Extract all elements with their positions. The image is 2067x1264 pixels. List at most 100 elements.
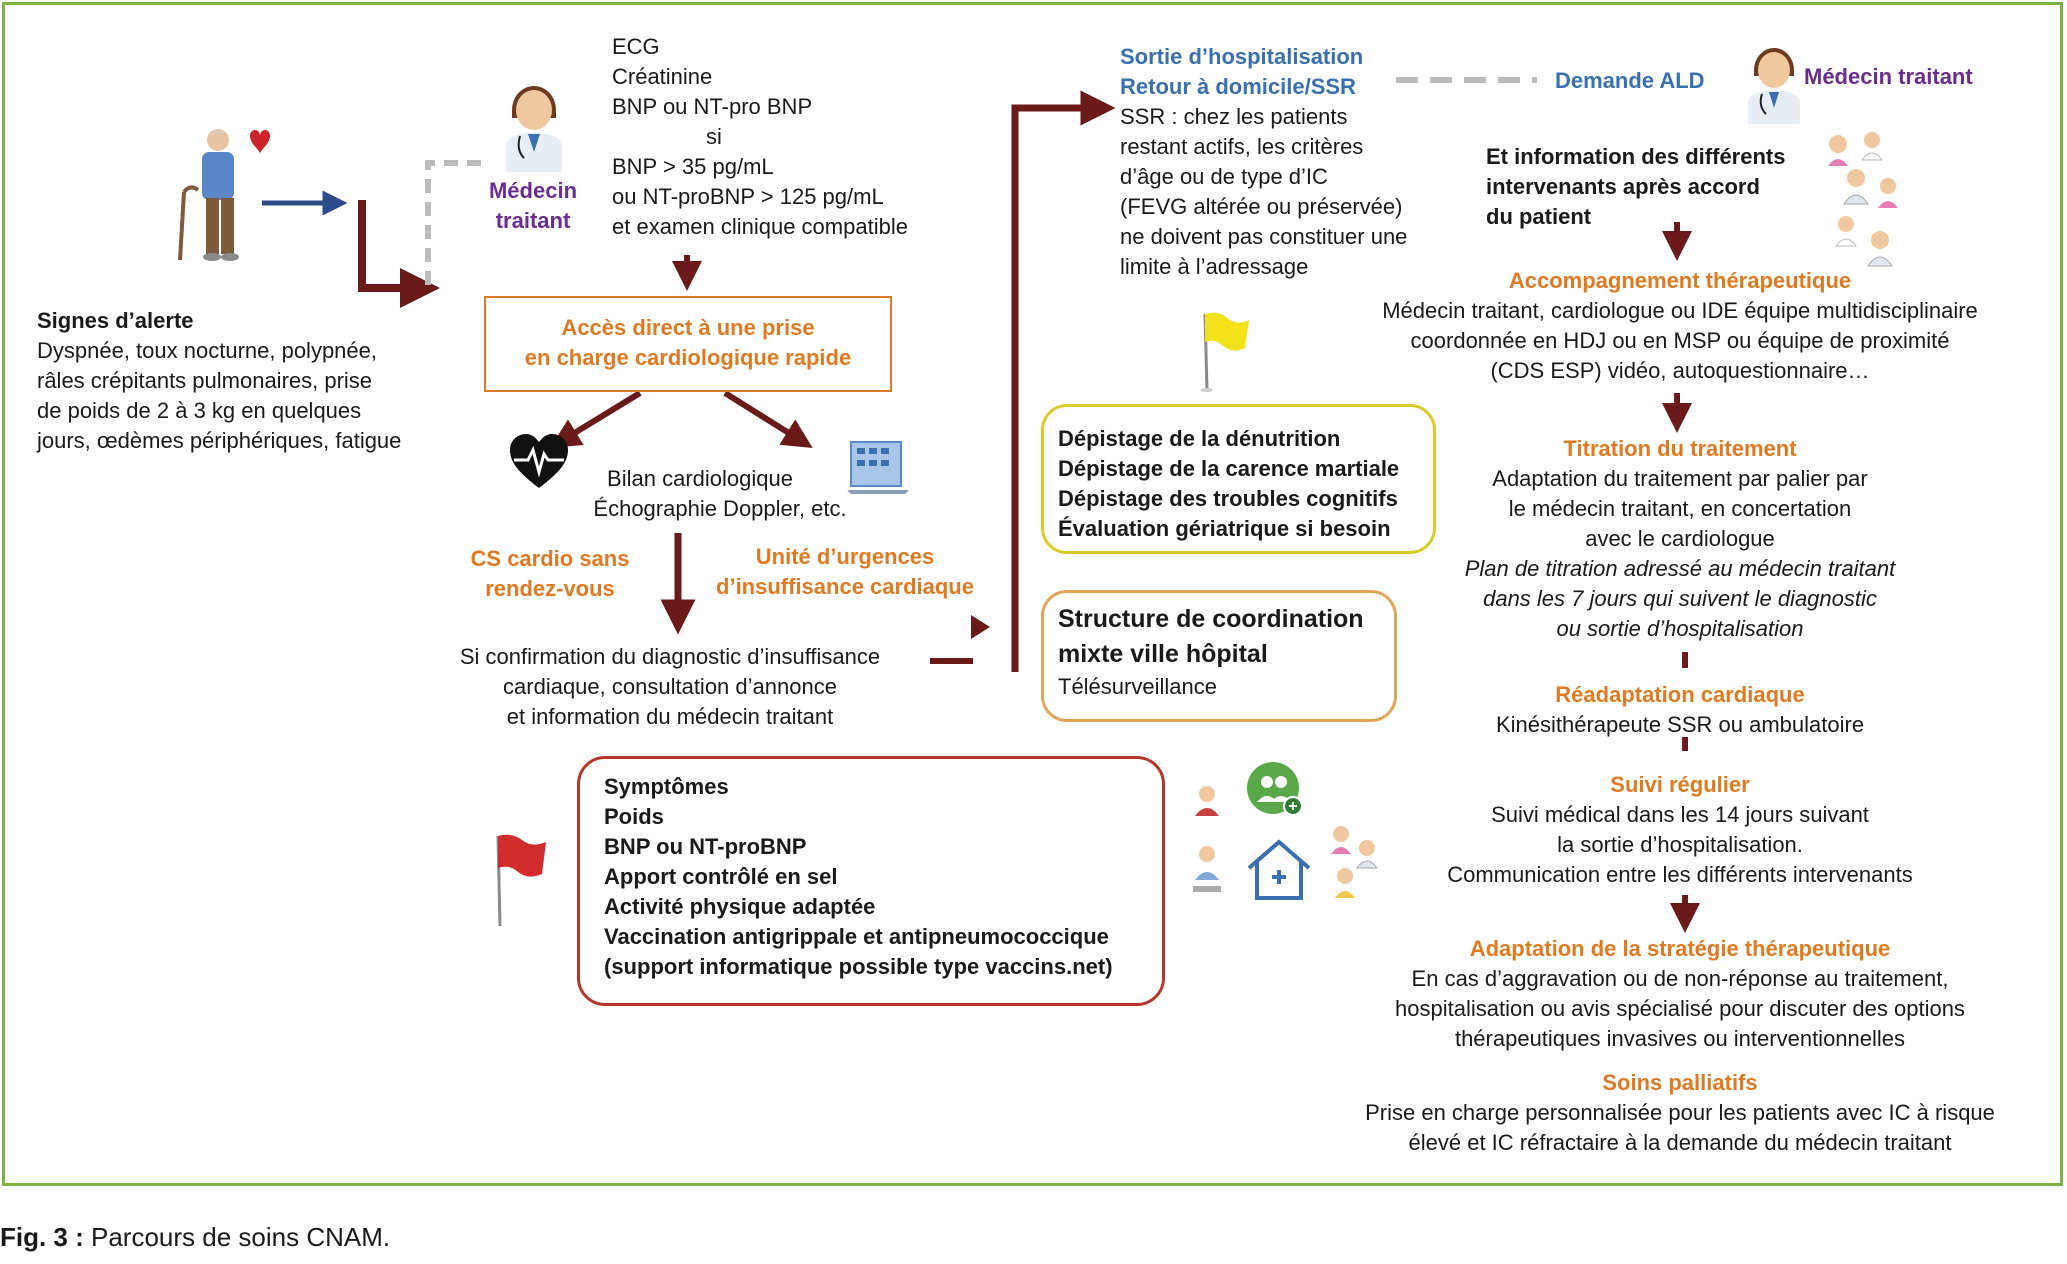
titration-note: ou sortie d’hospitalisation [1556, 616, 1804, 641]
bilan-line: Échographie Doppler, etc. [593, 496, 847, 521]
suivi-title: Suivi régulier [1610, 772, 1750, 797]
palliatifs-line: élevé et IC réfractaire à la demande du … [1408, 1130, 1952, 1155]
alert-line: Dyspnée, toux nocturne, polypnée, [37, 338, 378, 363]
screening-line: Dépistage des troubles cognitifs [1058, 486, 1398, 511]
exit-line: limite à l’adressage [1120, 254, 1309, 279]
urgences-label: d’insuffisance cardiaque [716, 574, 974, 599]
tests-line: Créatinine [612, 64, 713, 89]
suivi-line: Communication entre les différents inter… [1447, 862, 1913, 887]
direct-access-line: Accès direct à une prise [561, 315, 815, 340]
confirmation-line: cardiaque, consultation d’annonce [503, 674, 837, 699]
palliatifs-title: Soins palliatifs [1602, 1070, 1758, 1095]
direct-access-box [484, 296, 892, 392]
adaptation-line: En cas d’aggravation ou de non-réponse a… [1411, 966, 1949, 991]
accompagnement-line: Médecin traitant, cardiologue ou IDE équ… [1382, 298, 1978, 323]
doctor-icon [1748, 48, 1800, 124]
exit-line: d’âge ou de type d’IC [1120, 164, 1328, 189]
coordination-title: mixte ville hôpital [1058, 640, 1268, 668]
home-care-icon [1193, 762, 1378, 900]
hospital-icon [847, 441, 909, 494]
adaptation-title: Adaptation de la stratégie thérapeutique [1469, 936, 1891, 961]
tests-line: ECG [612, 34, 660, 59]
exit-line: (FEVG altérée ou préservée) [1120, 194, 1403, 219]
split-arrow-right [723, 390, 813, 448]
diagram-frame [2, 2, 2063, 1186]
titration-line: Adaptation du traitement par palier par [1492, 466, 1868, 491]
caption-text: Parcours de soins CNAM. [83, 1222, 391, 1252]
titration-line: le médecin traitant, en concertation [1508, 496, 1852, 521]
alert-line: jours, œdèmes périphériques, fatigue [37, 428, 402, 453]
exit-line: restant actifs, les critères [1120, 134, 1364, 159]
alert-line: de poids de 2 à 3 kg en quelques [37, 398, 362, 423]
gp-right-label: Médecin traitant [1804, 64, 1973, 89]
coordination-title: Structure de coordination [1058, 605, 1364, 633]
doctor-icon [506, 86, 562, 172]
suivi-line: Suivi médical dans les 14 jours suivant [1491, 802, 1869, 827]
heart-monitor-icon [510, 434, 568, 488]
confirmation-line: et information du médecin traitant [506, 704, 834, 729]
screening-line: Évaluation gériatrique si besoin [1058, 516, 1391, 541]
titration-note: dans les 7 jours qui suivent le diagnost… [1483, 586, 1877, 611]
accompagnement-line: coordonnée en HDJ ou en MSP ou équipe de… [1410, 328, 1950, 353]
exit-line: ne doivent pas constituer une [1120, 224, 1408, 249]
gp-l-arrow [358, 200, 440, 308]
cs-cardio-label: CS cardio sans [470, 546, 630, 571]
symptoms-line: Apport contrôlé en sel [604, 864, 838, 889]
tests-line: si [706, 124, 722, 149]
split-arrow-left [550, 390, 642, 448]
symptoms-line: Vaccination antigrippale et antipneumoco… [604, 924, 1109, 949]
palliatifs-line: Prise en charge personnalisée pour les p… [1365, 1100, 1995, 1125]
confirmation-line: Si confirmation du diagnostic d’insuffis… [459, 644, 881, 669]
exit-arrow [1011, 90, 1116, 672]
tests-line: et examen clinique compatible [612, 214, 908, 239]
gp-dashed-link [425, 160, 487, 285]
direct-access-line: en charge cardiologique rapide [524, 345, 852, 370]
symptoms-line: (support informatique possible type vacc… [604, 954, 1113, 979]
care-team-icon [1828, 132, 1898, 267]
readaptation-line: Kinésithérapeute SSR ou ambulatoire [1495, 712, 1865, 737]
titration-note: Plan de titration adressé au médecin tra… [1464, 556, 1896, 581]
gp-left-label: Médecin [488, 178, 578, 203]
symptoms-line: Poids [604, 804, 664, 829]
urgences-arrowhead [971, 615, 990, 639]
info-line: Et information des différents [1486, 144, 1786, 169]
caption-label: Fig. 3 : [0, 1222, 84, 1252]
readaptation-title: Réadaptation cardiaque [1555, 682, 1805, 707]
info-line: intervenants après accord [1486, 174, 1760, 199]
screening-box [1041, 404, 1436, 554]
bilan-line: Bilan cardiologique [607, 466, 793, 491]
symptoms-line: Activité physique adaptée [604, 894, 876, 919]
accompagnement-title: Accompagnement thérapeutique [1508, 268, 1852, 293]
tests-line: ou NT-proBNP > 125 pg/mL [612, 184, 884, 209]
cs-cardio-label: rendez-vous [485, 576, 615, 601]
exit-title: Retour à domicile/SSR [1120, 74, 1356, 99]
tests-line: BNP > 35 pg/mL [612, 154, 774, 179]
symptoms-box [577, 756, 1165, 1006]
adaptation-line: thérapeutiques invasives ou intervention… [1454, 1026, 1906, 1051]
elderly-patient-icon [178, 129, 270, 261]
accompagnement-line: (CDS ESP) vidéo, autoquestionnaire… [1490, 358, 1870, 383]
alert-line: râles crépitants pulmonaires, prise [37, 368, 373, 393]
coordination-sub: Télésurveillance [1058, 674, 1217, 699]
adaptation-line: hospitalisation ou avis spécialisé pour … [1395, 996, 1965, 1021]
red-flag-icon [496, 834, 546, 927]
screening-line: Dépistage de la dénutrition [1058, 426, 1341, 451]
suivi-line: la sortie d’hospitalisation. [1557, 832, 1803, 857]
info-line: du patient [1486, 204, 1592, 229]
alert-title: Signes d’alerte [37, 308, 194, 333]
yellow-flag-icon [1201, 312, 1249, 392]
gp-left-label: traitant [495, 208, 571, 233]
symptoms-line: Symptômes [604, 774, 729, 799]
urgences-label: Unité d’urgences [755, 544, 935, 569]
figure-caption: Fig. 3 : Parcours de soins CNAM. [0, 1222, 390, 1253]
screening-line: Dépistage de la carence martiale [1058, 456, 1400, 481]
exit-line: SSR : chez les patients [1120, 104, 1348, 129]
symptoms-line: BNP ou NT-proBNP [604, 834, 807, 859]
titration-title: Titration du traitement [1563, 436, 1797, 461]
tests-line: BNP ou NT-pro BNP [612, 94, 813, 119]
exit-title: Sortie d’hospitalisation [1120, 44, 1364, 69]
coordination-box [1041, 590, 1397, 722]
ald-label: Demande ALD [1555, 68, 1705, 93]
titration-line: avec le cardiologue [1585, 526, 1775, 551]
